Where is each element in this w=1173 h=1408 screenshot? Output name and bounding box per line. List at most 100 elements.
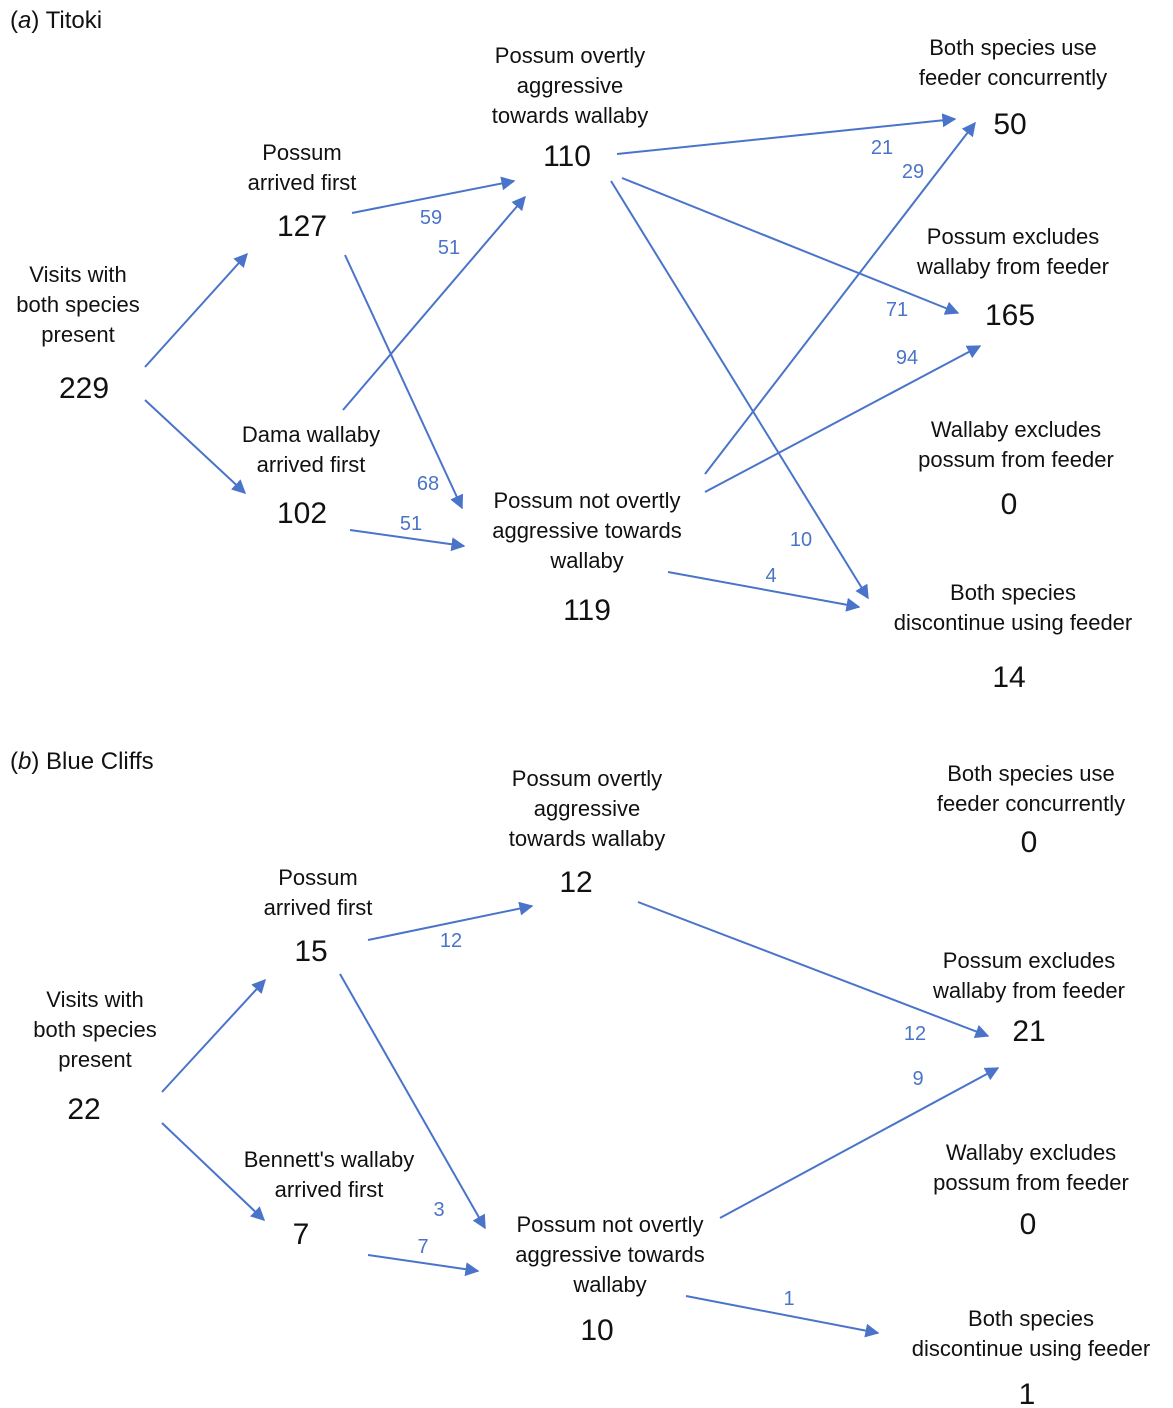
node-label-line: arrived first [248,170,357,195]
node-label-line: Possum excludes [943,948,1115,973]
node-label-line: Wallaby excludes [946,1140,1116,1165]
node-label-line: Wallaby excludes [931,417,1101,442]
node-count: 110 [543,140,591,173]
node-label-line: towards wallaby [492,103,649,128]
arrow-not_aggressive-to-concurrent [704,121,976,475]
node-label-line: aggressive [534,796,640,821]
node-count: 0 [1021,826,1038,859]
node-label-line: Both species [950,580,1076,605]
arrow-visits-to-possum_first [161,978,266,1093]
node-label-line: Possum [278,865,357,890]
node-label-line: Possum [262,140,341,165]
node-wallaby-excludes: Wallaby excludes possum from feeder 0 [933,1140,1129,1241]
node-count: 119 [563,594,611,627]
node-count: 1 [1019,1378,1036,1408]
arrow-possum_first-to-aggressive [367,901,534,941]
panel-site-name: Blue Cliffs [46,748,154,775]
node-count: 15 [294,935,327,968]
arrow-not_aggressive-to-possum_excludes [704,345,982,493]
node-label-line: Both species use [947,761,1115,786]
edge-count-not_aggressive-to-possum_excludes: 9 [912,1068,923,1090]
panel-letter: a [18,7,31,34]
edge-count-not_aggressive-to-discontinue: 4 [765,565,776,587]
node-count: 14 [992,661,1025,694]
arrow-aggressive-to-concurrent [616,113,957,155]
edge-count-aggressive-to-possum_excludes: 71 [886,299,908,321]
edge-count-aggressive-to-discontinue: 10 [790,529,812,551]
arrow-not_aggressive-to-possum_excludes [719,1067,1000,1219]
arrow-visits-to-possum_first [144,252,248,368]
node-label-line: feeder concurrently [919,65,1107,90]
edge-count-wallaby_first-to-not_aggressive: 51 [400,513,422,535]
arrow-aggressive-to-possum_excludes [621,177,960,315]
node-count: 102 [277,497,327,530]
node-count: 50 [993,108,1026,141]
node-label-line: aggressive towards [492,518,682,543]
node-label-line: aggressive [517,73,623,98]
node-label-line: wallaby from feeder [916,254,1109,279]
node-not-aggressive: Possum not overtly aggressive towards wall… [492,488,682,627]
node-discontinue: Both species discontinue using feeder 14 [894,580,1133,694]
node-label-line: arrived first [275,1177,384,1202]
node-concurrent: Both species use feeder concurrently 0 [937,761,1125,859]
node-count: 7 [293,1218,310,1251]
edge-count-wallaby_first-to-not_aggressive: 7 [417,1236,428,1258]
edge-count-not_aggressive-to-discontinue: 1 [783,1288,794,1310]
node-not-aggressive: Possum not overtly aggressive towards wall… [515,1212,705,1347]
edge-count-possum_first-to-aggressive: 12 [440,930,462,952]
node-label-line: wallaby [572,1272,646,1297]
node-label-line: Both species [968,1306,1094,1331]
node-label-line: Possum not overtly [516,1212,703,1237]
node-count: 229 [59,372,109,405]
edge-count-wallaby_first-to-aggressive: 51 [438,237,460,259]
node-label-line: Possum excludes [927,224,1099,249]
panel-title: (b) Blue Cliffs [10,748,154,775]
arrow-visits-to-wallaby_first [161,1122,266,1221]
node-label-line: discontinue using feeder [894,610,1133,635]
edge-count-not_aggressive-to-possum_excludes: 94 [896,347,918,369]
node-label-line: Possum overtly [512,766,662,791]
node-concurrent: Both species use feeder concurrently 50 [919,35,1107,141]
node-label-line: aggressive towards [515,1242,705,1267]
arrow-possum_first-to-not_aggressive [344,254,464,510]
edge-count-possum_first-to-aggressive: 59 [420,207,442,229]
node-label-line: discontinue using feeder [912,1336,1151,1361]
node-label-line: Both species use [929,35,1097,60]
node-count: 0 [1020,1208,1037,1241]
arrow-wallaby_first-to-not_aggressive [367,1254,480,1277]
arrow-not_aggressive-to-discontinue [685,1295,880,1338]
node-label-line: both species [16,292,140,317]
node-count: 12 [559,866,592,899]
node-label-line: possum from feeder [918,447,1114,472]
node-label-line: towards wallaby [509,826,666,851]
panel-title-paren-close: ) [31,748,46,775]
node-aggressive: Possum overtly aggressive towards wallaby 1… [509,766,666,899]
panel-title: (a) Titoki [10,7,102,34]
node-label-line: Possum not overtly [493,488,680,513]
node-count: 127 [277,210,327,243]
arrow-wallaby_first-to-not_aggressive [349,529,466,552]
arrow-not_aggressive-to-discontinue [667,571,861,612]
node-label-line: feeder concurrently [937,791,1125,816]
edge-count-not_aggressive-to-concurrent: 29 [902,161,924,183]
node-label-line: arrived first [257,452,366,477]
node-label-line: Visits with [46,987,143,1012]
node-label-line: possum from feeder [933,1170,1129,1195]
edge-count-aggressive-to-possum_excludes: 12 [904,1023,926,1045]
arrow-possum_first-to-not_aggressive [339,973,486,1230]
arrow-wallaby_first-to-aggressive [342,195,526,411]
node-label-line: wallaby [549,548,623,573]
node-label-line: Dama wallaby [242,422,380,447]
edge-count-possum_first-to-not_aggressive: 3 [433,1199,444,1221]
